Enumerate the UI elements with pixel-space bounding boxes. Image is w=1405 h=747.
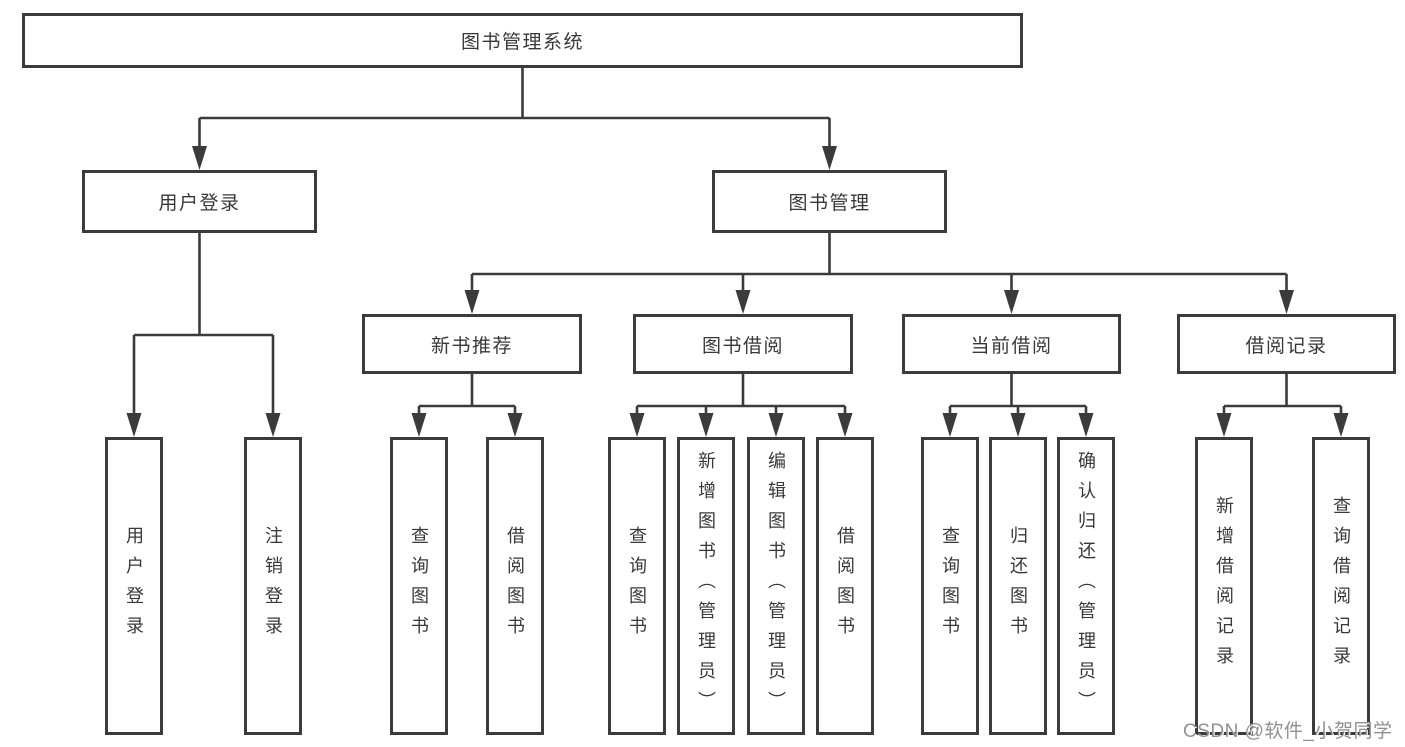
leaf-query-borrow-record: 查询借阅记录 <box>1312 437 1370 735</box>
leaf-query-books-borrowing-label: 查询图书 <box>627 526 647 646</box>
node-current-borrowing: 当前借阅 <box>902 314 1121 374</box>
leaf-query-books-recommend: 查询图书 <box>390 437 448 735</box>
node-book-management: 图书管理 <box>712 170 947 233</box>
watermark: CSDN @软件_小贺同学 <box>1183 721 1393 742</box>
leaf-query-books-current-label: 查询图书 <box>940 526 960 646</box>
leaf-query-borrow-record-label: 查询借阅记录 <box>1331 496 1351 676</box>
leaf-borrow-books-recommend-label: 借阅图书 <box>505 526 525 646</box>
leaf-logout-login: 注销登录 <box>244 437 302 735</box>
leaf-edit-book-admin: 编辑图书（管理员） <box>747 437 805 735</box>
leaf-return-book: 归还图书 <box>989 437 1047 735</box>
leaf-query-books-recommend-label: 查询图书 <box>409 526 429 646</box>
leaf-query-books-current: 查询图书 <box>921 437 979 735</box>
leaf-borrow-books-borrowing-label: 借阅图书 <box>835 526 855 646</box>
leaf-confirm-return-admin: 确认归还（管理员） <box>1057 437 1115 735</box>
node-library-management-system: 图书管理系统 <box>22 13 1023 68</box>
leaf-user-login: 用户登录 <box>105 437 163 735</box>
leaf-return-book-label: 归还图书 <box>1008 526 1028 646</box>
node-user-login: 用户登录 <box>82 170 317 233</box>
leaf-query-books-borrowing: 查询图书 <box>608 437 666 735</box>
leaf-user-login-label: 用户登录 <box>124 526 144 646</box>
leaf-add-borrow-record: 新增借阅记录 <box>1195 437 1253 735</box>
leaf-borrow-books-recommend: 借阅图书 <box>486 437 544 735</box>
leaf-borrow-books-borrowing: 借阅图书 <box>816 437 874 735</box>
leaf-logout-login-label: 注销登录 <box>263 526 283 646</box>
leaf-edit-book-admin-label: 编辑图书（管理员） <box>766 451 786 721</box>
leaf-add-book-admin-label: 新增图书（管理员） <box>696 451 716 721</box>
leaf-confirm-return-admin-label: 确认归还（管理员） <box>1076 451 1096 721</box>
node-borrowing-records: 借阅记录 <box>1177 314 1396 374</box>
node-book-borrowing: 图书借阅 <box>633 314 853 374</box>
leaf-add-book-admin: 新增图书（管理员） <box>677 437 735 735</box>
node-new-book-recommendation: 新书推荐 <box>362 314 582 374</box>
leaf-add-borrow-record-label: 新增借阅记录 <box>1214 496 1234 676</box>
